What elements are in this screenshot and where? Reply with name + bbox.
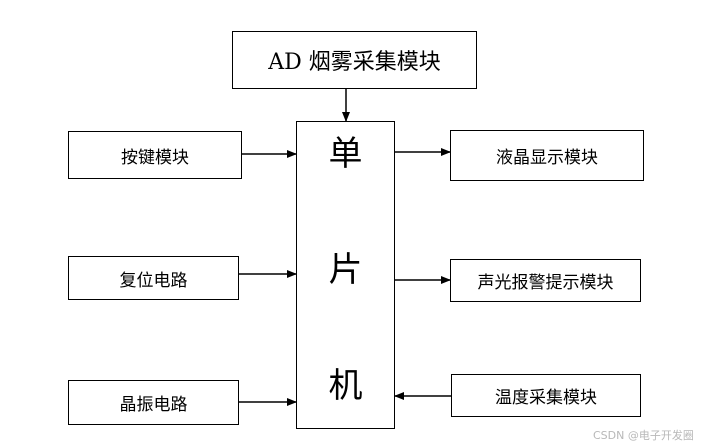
mcu-char-3: 机: [328, 366, 363, 406]
csdn-watermark: CSDN @电子开发圈: [593, 429, 694, 442]
keys-module-box: 按键模块: [68, 131, 242, 179]
mcu-box: 单 片 机: [296, 121, 395, 429]
crystal-circuit-label: 晶振电路: [119, 395, 188, 415]
temperature-module-label: 温度采集模块: [495, 388, 597, 408]
crystal-circuit-box: 晶振电路: [68, 380, 239, 425]
ad-smoke-module-box: AD 烟雾采集模块: [232, 31, 477, 89]
mcu-char-2: 片: [328, 250, 363, 290]
reset-circuit-box: 复位电路: [68, 256, 239, 300]
ad-smoke-module-label: AD 烟雾采集模块: [268, 50, 441, 75]
reset-circuit-label: 复位电路: [119, 270, 188, 291]
keys-module-label: 按键模块: [121, 147, 189, 168]
alarm-module-label: 声光报警提示模块: [477, 273, 614, 293]
lcd-module-box: 液晶显示模块: [450, 130, 644, 181]
mcu-char-1: 单: [328, 134, 363, 174]
temperature-module-box: 温度采集模块: [451, 374, 641, 417]
alarm-module-box: 声光报警提示模块: [450, 259, 641, 302]
lcd-module-label: 液晶显示模块: [496, 148, 598, 168]
